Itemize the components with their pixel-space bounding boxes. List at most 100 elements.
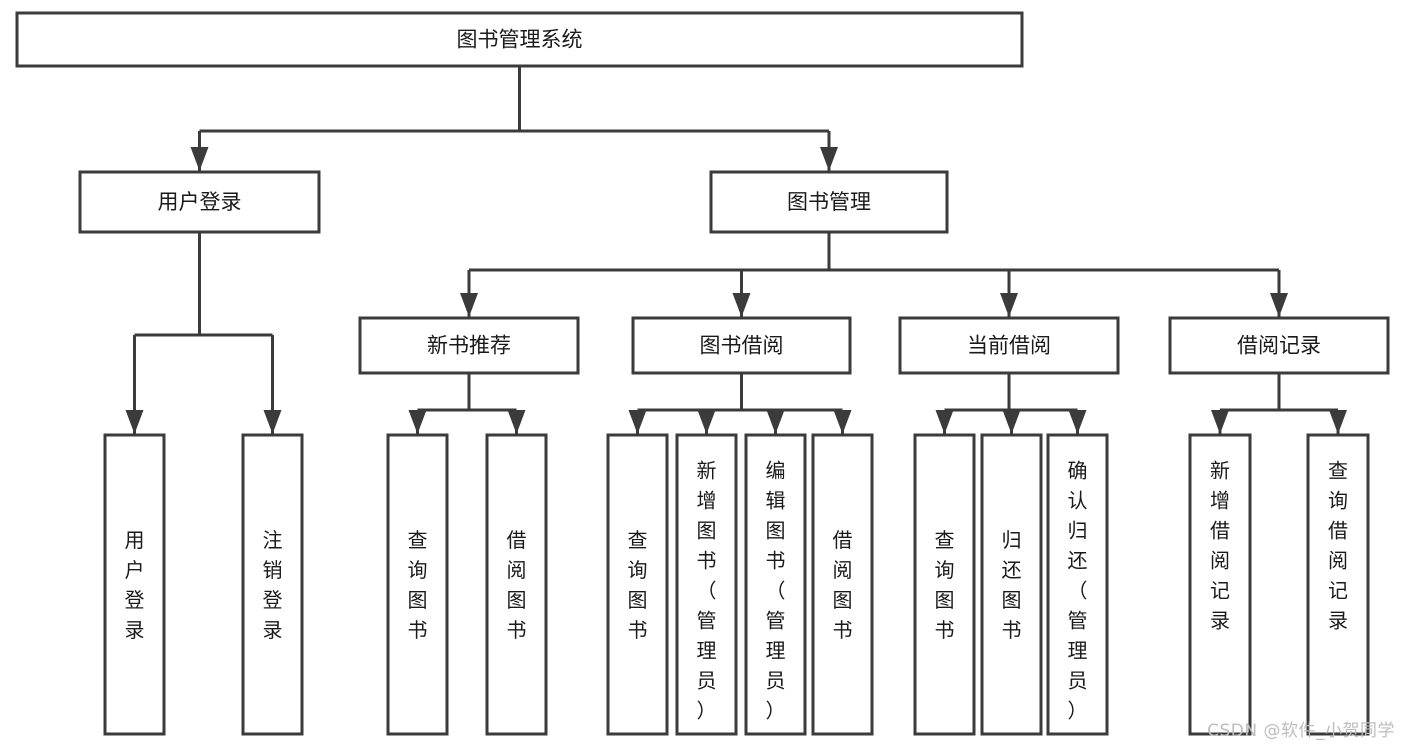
node-label-char: 理 [1068, 639, 1088, 663]
node-label-char: 图 [935, 588, 955, 612]
node-label-char: （ [766, 579, 786, 603]
node-label-char: 新 [697, 459, 717, 483]
node-label: 新书推荐 [427, 334, 511, 358]
node-layer: 图书管理系统用户登录图书管理新书推荐图书借阅当前借阅借阅记录用户登录注销登录查询… [15, 11, 1390, 736]
node-label-char: 图 [766, 519, 786, 543]
group-node-e59bbee4b9a6e7aea1e79086[interactable]: 图书管理 [709, 170, 949, 234]
node-label-char: 管 [1068, 609, 1088, 633]
box-shape [78, 170, 321, 234]
leaf-node-e794a8e688b7e799bbe5bd95[interactable]: 用户登录 [103, 433, 166, 736]
group-node-e59bbee4b9a6e5809fe99885[interactable]: 图书借阅 [631, 316, 852, 375]
node-label-char: 书 [833, 618, 853, 642]
node-label-char: 书 [507, 618, 527, 642]
arrow-head-icon [1002, 410, 1021, 434]
box-shape [811, 433, 874, 736]
group-node-e794a8e688b7e799bbe5bd95[interactable]: 用户登录 [78, 170, 321, 234]
box-shape [744, 433, 807, 736]
node-label-char: 图 [408, 588, 428, 612]
node-label-char: 新 [1210, 459, 1230, 483]
arrow-head-icon [833, 410, 852, 434]
node-label-char: 理 [766, 639, 786, 663]
node-label-char: ） [697, 699, 717, 723]
arrow-head-icon [1068, 410, 1087, 434]
node-label-char: 阅 [507, 558, 527, 582]
node-label: 借阅记录 [1237, 334, 1321, 358]
node-label-char: 书 [628, 618, 648, 642]
node-label-char: 书 [935, 618, 955, 642]
node-label-char: 书 [1002, 618, 1022, 642]
box-shape [709, 170, 949, 234]
node-label-char: 记 [1328, 579, 1348, 603]
node-label-char: 借 [833, 528, 853, 552]
node-label-char: 图 [1002, 588, 1022, 612]
arrow-head-icon [732, 293, 751, 317]
arrow-head-icon [1211, 410, 1229, 434]
root-node-e59bbee4b9a6e7aea1e79086[interactable]: 图书管理系统 [15, 11, 1024, 68]
node-label-char: 录 [1210, 609, 1230, 633]
node-label-char: 图 [507, 588, 527, 612]
box-shape [358, 316, 580, 375]
node-label-char: 查 [408, 528, 428, 552]
node-label-char: 查 [935, 528, 955, 552]
node-label-char: 图 [833, 588, 853, 612]
node-label-char: （ [697, 579, 717, 603]
node-label-char: 录 [263, 618, 283, 642]
node-label-char: 阅 [833, 558, 853, 582]
node-label: 用户登录 [158, 190, 242, 214]
box-shape [1168, 316, 1390, 375]
group-node-e5bd93e5898de5809fe99885[interactable]: 当前借阅 [898, 316, 1120, 375]
box-shape [1306, 433, 1370, 736]
group-node-e5809fe99885e8aeb0e5bd95[interactable]: 借阅记录 [1168, 316, 1390, 375]
arrow-head-icon [263, 410, 282, 434]
arrow-head-icon [697, 410, 716, 434]
node-label-char: 员 [766, 669, 786, 693]
node-label-char: 阅 [1210, 549, 1230, 573]
arrow-head-icon [766, 410, 785, 434]
node-label-char: 辑 [766, 489, 786, 513]
node-label-char: 注 [263, 528, 283, 552]
arrow-head-icon [1270, 293, 1288, 317]
group-node-e696b0e4b9a6e68ea8e88d90[interactable]: 新书推荐 [358, 316, 580, 375]
box-shape [485, 433, 548, 736]
node-label-char: 登 [263, 588, 283, 612]
box-shape [606, 433, 669, 736]
arrow-head-icon [507, 410, 526, 434]
box-shape [675, 433, 738, 736]
node-label-char: 询 [935, 558, 955, 582]
box-shape [898, 316, 1120, 375]
node-label-char: 书 [766, 549, 786, 573]
node-label-char: 还 [1002, 558, 1022, 582]
node-label-char: 编 [766, 459, 786, 483]
node-label-char: 管 [766, 609, 786, 633]
node-label-char: 用 [125, 528, 145, 552]
node-label: 图书借阅 [700, 334, 784, 358]
node-label-char: 销 [263, 558, 283, 582]
arrow-head-icon [190, 147, 209, 171]
box-shape [1188, 433, 1252, 736]
node-label-char: 询 [1328, 489, 1348, 513]
node-label-char: 理 [697, 639, 717, 663]
arrow-head-icon [820, 147, 838, 171]
node-label-char: 阅 [1328, 549, 1348, 573]
node-label-char: ） [1068, 699, 1088, 723]
node-label-char: 认 [1068, 489, 1088, 513]
arrow-head-icon [935, 410, 954, 434]
arrow-head-icon [1000, 293, 1018, 317]
watermark: CSDN @软件_小贺同学 [1207, 721, 1395, 741]
node-label-char: ） [766, 699, 786, 723]
node-label: 图书管理 [787, 190, 871, 214]
